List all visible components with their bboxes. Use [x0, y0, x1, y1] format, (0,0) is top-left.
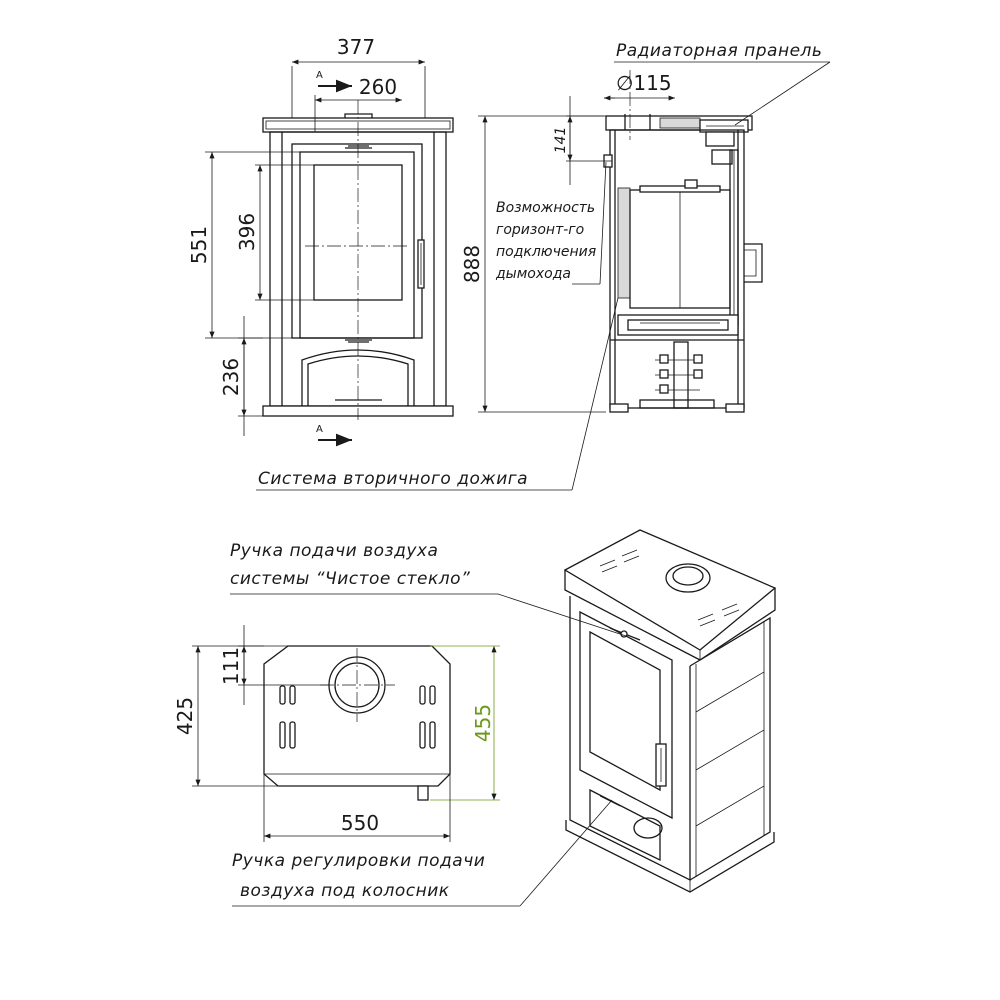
label-horizontal-connection-1: Возможность — [496, 200, 595, 216]
isometric-view: Ручка подачи воздуха системы “Чистое сте… — [230, 529, 777, 907]
dim-door-height: 396 — [235, 213, 259, 251]
front-view: 377 260 А А 551 396 236 — [187, 35, 454, 447]
label-air-handle-clean-glass-2: системы “Чистое стекло” — [230, 569, 470, 589]
dim-flue-diameter: ∅115 — [616, 71, 672, 95]
side-section-view: 888 ∅115 141 Радиаторная пранель Возможн… — [256, 41, 831, 491]
dim-glass-height: 551 — [187, 226, 211, 264]
dim-base-height: 236 — [219, 358, 243, 396]
label-air-handle-grate-1: Ручка регулировки подачи — [232, 851, 485, 871]
label-air-handle-grate-2: воздуха под колосник — [240, 881, 450, 901]
label-radiator-panel: Радиаторная пранель — [616, 41, 822, 61]
dim-top-overall-depth: 425 — [173, 697, 197, 735]
dim-side-depth: 455 — [471, 704, 495, 742]
section-mark-bottom: А — [316, 424, 323, 435]
label-air-handle-clean-glass-1: Ручка подачи воздуха — [230, 541, 438, 561]
top-view: 111 425 455 550 — [173, 625, 500, 842]
dim-top-depth: 111 — [219, 647, 243, 685]
dim-total-height: 888 — [460, 245, 484, 283]
dim-flue-height: 141 — [553, 127, 569, 154]
dim-front-width: 377 — [337, 35, 375, 59]
label-horizontal-connection-4: дымохода — [495, 266, 571, 282]
dim-flue-offset: 260 — [359, 75, 397, 99]
dim-top-width: 550 — [341, 811, 379, 835]
label-horizontal-connection-3: подключения — [496, 244, 596, 260]
label-horizontal-connection-2: горизонт-го — [496, 222, 584, 238]
section-mark-top: А — [316, 70, 323, 81]
label-secondary-burn: Система вторичного дожига — [258, 469, 528, 489]
